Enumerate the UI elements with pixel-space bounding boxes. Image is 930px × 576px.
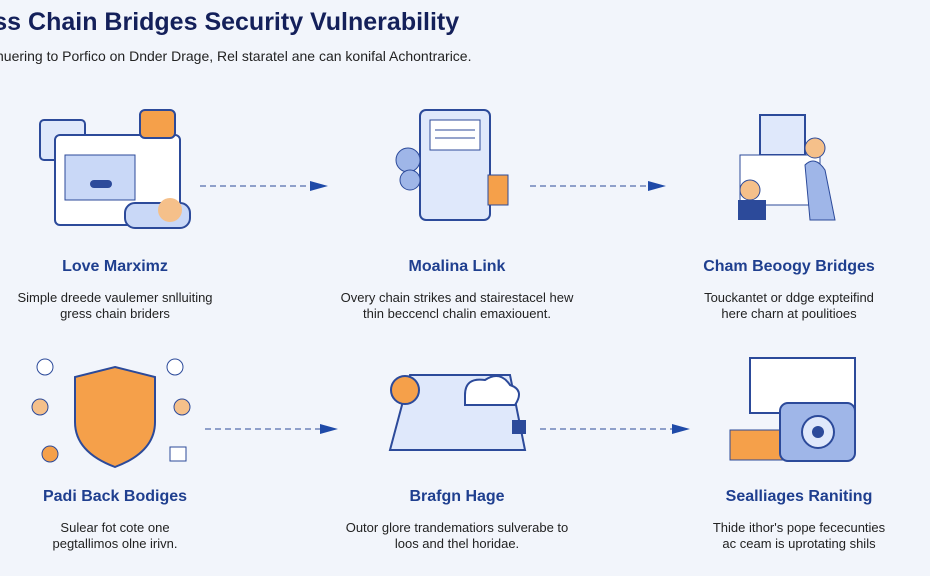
page-subtitle: nuering to Porfico on Dnder Drage, Rel s…: [0, 48, 472, 64]
step-desc: Touckantet or ddge expteifind: [704, 290, 874, 305]
step-desc: thin beccencl chalin emaxiouent.: [363, 306, 551, 321]
step-desc: Outor glore trandematiors sulverabe to: [345, 520, 569, 535]
flow-arrow: [205, 424, 338, 434]
step-title: Moalina Link: [408, 258, 506, 275]
step-title: Love Marximz: [62, 258, 168, 275]
step-title: Padi Back Bodiges: [42, 488, 188, 505]
flow-arrow: [540, 424, 690, 434]
computer-icon: [39, 109, 191, 229]
step-desc: Simple dreede vaulemer snlluiting: [17, 290, 213, 305]
step-desc: here charn at poulitioes: [721, 306, 857, 321]
flow-arrow: [200, 181, 328, 191]
step-desc: ac ceam is uprotating shils: [722, 536, 876, 551]
laptop-cloud-icon: [388, 374, 527, 451]
shield-icon: [31, 358, 191, 469]
step-desc: Thide ithor's pope fececunties: [712, 520, 886, 535]
safe-monitor-icon: [729, 357, 856, 462]
step-title: Sealliages Raniting: [725, 488, 873, 505]
people-collaborate-icon: [738, 114, 836, 221]
step-title: Cham Beoogy Bridges: [703, 258, 875, 275]
flow-arrow: [530, 181, 666, 191]
step-desc: loos and thel horidae.: [394, 536, 520, 551]
step-desc: pegtallimos olne irivn.: [52, 536, 178, 551]
page-title: oss Chain Bridges Security Vulnerability: [0, 8, 460, 36]
step-desc: Sulear fot cote one: [60, 520, 170, 535]
step-desc: gress chain briders: [60, 306, 170, 321]
server-document-icon: [395, 109, 509, 221]
step-desc: Overy chain strikes and stairestacel hew: [340, 290, 574, 305]
step-title: Brafgn Hage: [409, 488, 505, 505]
